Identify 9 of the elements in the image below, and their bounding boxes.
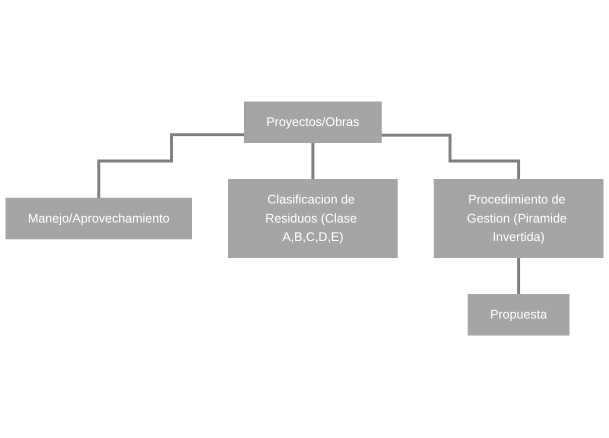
node-box: Clasificacion de Residuos (Clase A,B,C,D,E) [228, 180, 398, 258]
node-box: Proyectos/Obras [244, 102, 382, 144]
connector [381, 134, 520, 182]
node-box: Propuesta [468, 294, 570, 336]
connector [517, 256, 520, 296]
connector [311, 142, 314, 182]
node-box: Procedimiento de Gestion (Piramide Invertida) [434, 180, 604, 258]
node-box: Manejo/Aprovechamiento [6, 198, 192, 240]
connector [97, 134, 244, 200]
